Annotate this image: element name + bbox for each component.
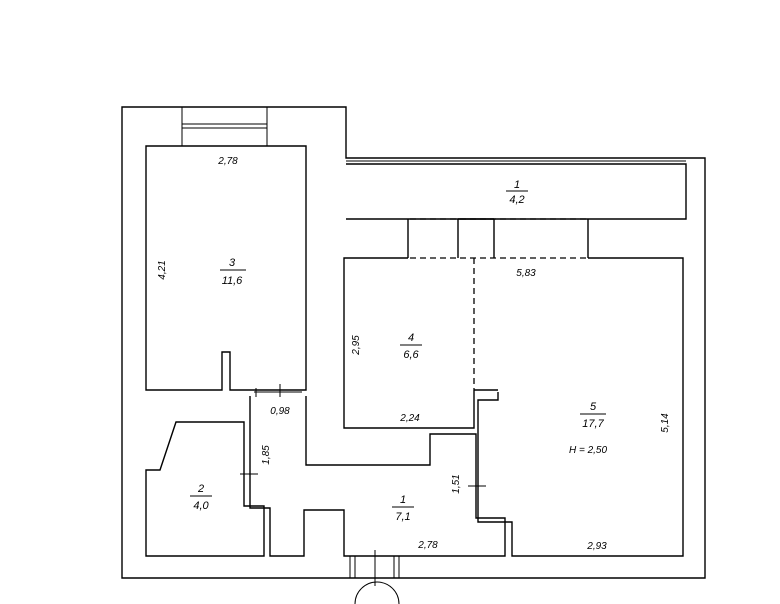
dim-room3-height: 4,21: [157, 260, 168, 279]
room-number: 2: [197, 483, 204, 495]
room-label-3: 3 11,6: [220, 257, 246, 287]
room-2-outline: [145, 421, 265, 557]
dim-room4-height: 2,95: [351, 335, 362, 356]
dim-corridor-height: 1,85: [261, 445, 272, 465]
dim-door-width: 0,98: [270, 406, 290, 417]
room-area: 11,6: [222, 275, 243, 287]
outer-wall: [121, 106, 706, 579]
dim-room4-width: 2,24: [399, 413, 420, 424]
room-label-5: 5 17,7 H = 2,50: [569, 401, 608, 456]
dim-room5-height: 5,14: [660, 413, 671, 433]
room-label-2: 2 4,0: [190, 483, 212, 512]
dim-room3-width: 2,78: [217, 156, 238, 167]
dim-room5-bottom-width: 2,93: [586, 541, 607, 552]
room-number: 1: [400, 494, 406, 506]
room-number: 5: [590, 401, 597, 413]
loggia-piers: [407, 218, 589, 258]
dim-hall-wall-height: 1,51: [451, 474, 462, 493]
room-number: 1: [514, 179, 520, 191]
room-3-outline: [145, 145, 307, 391]
door-ticks: [240, 473, 486, 487]
window-room-3: [181, 107, 268, 146]
room-area: 17,7: [582, 418, 604, 430]
room-5-outline: [477, 257, 684, 557]
room-number: 3: [229, 257, 236, 269]
room-label-4: 4 6,6: [400, 332, 422, 361]
room-label-hall: 1 7,1: [392, 494, 414, 523]
room-label-loggia: 1 4,2: [506, 179, 528, 206]
dim-hall-width: 2,78: [417, 540, 438, 551]
room-area: 7,1: [395, 511, 410, 523]
room-area: 6,6: [403, 349, 419, 361]
ceiling-height: H = 2,50: [569, 445, 608, 456]
room-number: 4: [408, 332, 414, 344]
entrance-door: [349, 550, 400, 604]
room-area: 4,0: [193, 500, 209, 512]
door-room-3: [254, 384, 302, 397]
room-area: 4,2: [509, 194, 524, 206]
dim-room5-top-width: 5,83: [516, 268, 536, 279]
room-4-outline: [343, 257, 475, 429]
hall-outline: [249, 396, 506, 557]
